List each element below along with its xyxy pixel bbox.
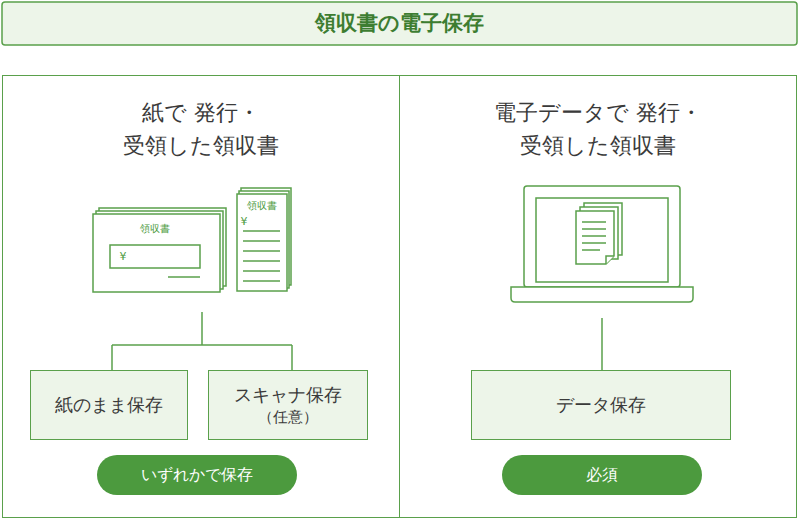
text-line (582, 228, 606, 230)
panel-heading: 電子データで 発行・受領した領収書 (478, 96, 718, 162)
receipt-heading: 領収書 (247, 199, 277, 213)
branch-line (291, 345, 293, 370)
node-label: データ保存 (556, 393, 646, 417)
receipt-sheet (93, 214, 220, 292)
laptop-screen (524, 186, 680, 287)
laptop-base (511, 287, 693, 302)
laptop-display (536, 198, 668, 282)
requirement-pill: いずれかで保存 (97, 455, 297, 495)
node-label: 紙のまま保存 (55, 393, 163, 417)
diagram-title: 領収書の電子保存 (2, 2, 797, 45)
branch-line (112, 344, 292, 346)
text-line (243, 270, 280, 272)
amount-field (110, 245, 200, 268)
category-panel: 紙で 発行・受領した領収書紙のまま保存 スキャナ保存（任意） いずれかで保存 (2, 75, 400, 518)
folded-corner (606, 256, 614, 264)
document-sheet (576, 211, 614, 264)
branch-line (601, 318, 603, 370)
text-line (243, 240, 280, 242)
node-label: （任意） (258, 407, 318, 427)
storage-box: 紙のまま保存 (30, 370, 188, 440)
text-line (243, 250, 280, 252)
text-line (582, 249, 600, 251)
node-label: スキャナ保存 (234, 383, 342, 407)
laptop-icon (511, 186, 693, 302)
yen-symbol: ¥ (120, 250, 127, 263)
branch-line (111, 345, 113, 370)
yen-symbol: ¥ (241, 215, 248, 228)
storage-box: スキャナ保存（任意） (208, 370, 368, 440)
text-line (243, 230, 280, 232)
text-line (582, 221, 606, 223)
requirement-pill: 必須 (502, 455, 702, 495)
storage-box: データ保存 (471, 370, 731, 440)
node-label: いずれかで保存 (141, 465, 253, 486)
signature-line (168, 276, 200, 278)
paper-receipts (93, 188, 291, 292)
title-band (2, 2, 797, 45)
text-line (582, 242, 606, 244)
text-line (243, 260, 280, 262)
branch-lines (112, 312, 602, 370)
receipt-sheet (237, 194, 287, 291)
receipt-heading: 領収書 (140, 222, 170, 236)
branch-line (201, 312, 203, 345)
text-line (582, 235, 606, 237)
category-panel: 電子データで 発行・受領した領収書データ保存必須 (399, 75, 797, 518)
panel-heading: 紙で 発行・受領した領収書 (81, 96, 321, 162)
node-label: 必須 (586, 465, 618, 486)
text-line (243, 280, 280, 282)
